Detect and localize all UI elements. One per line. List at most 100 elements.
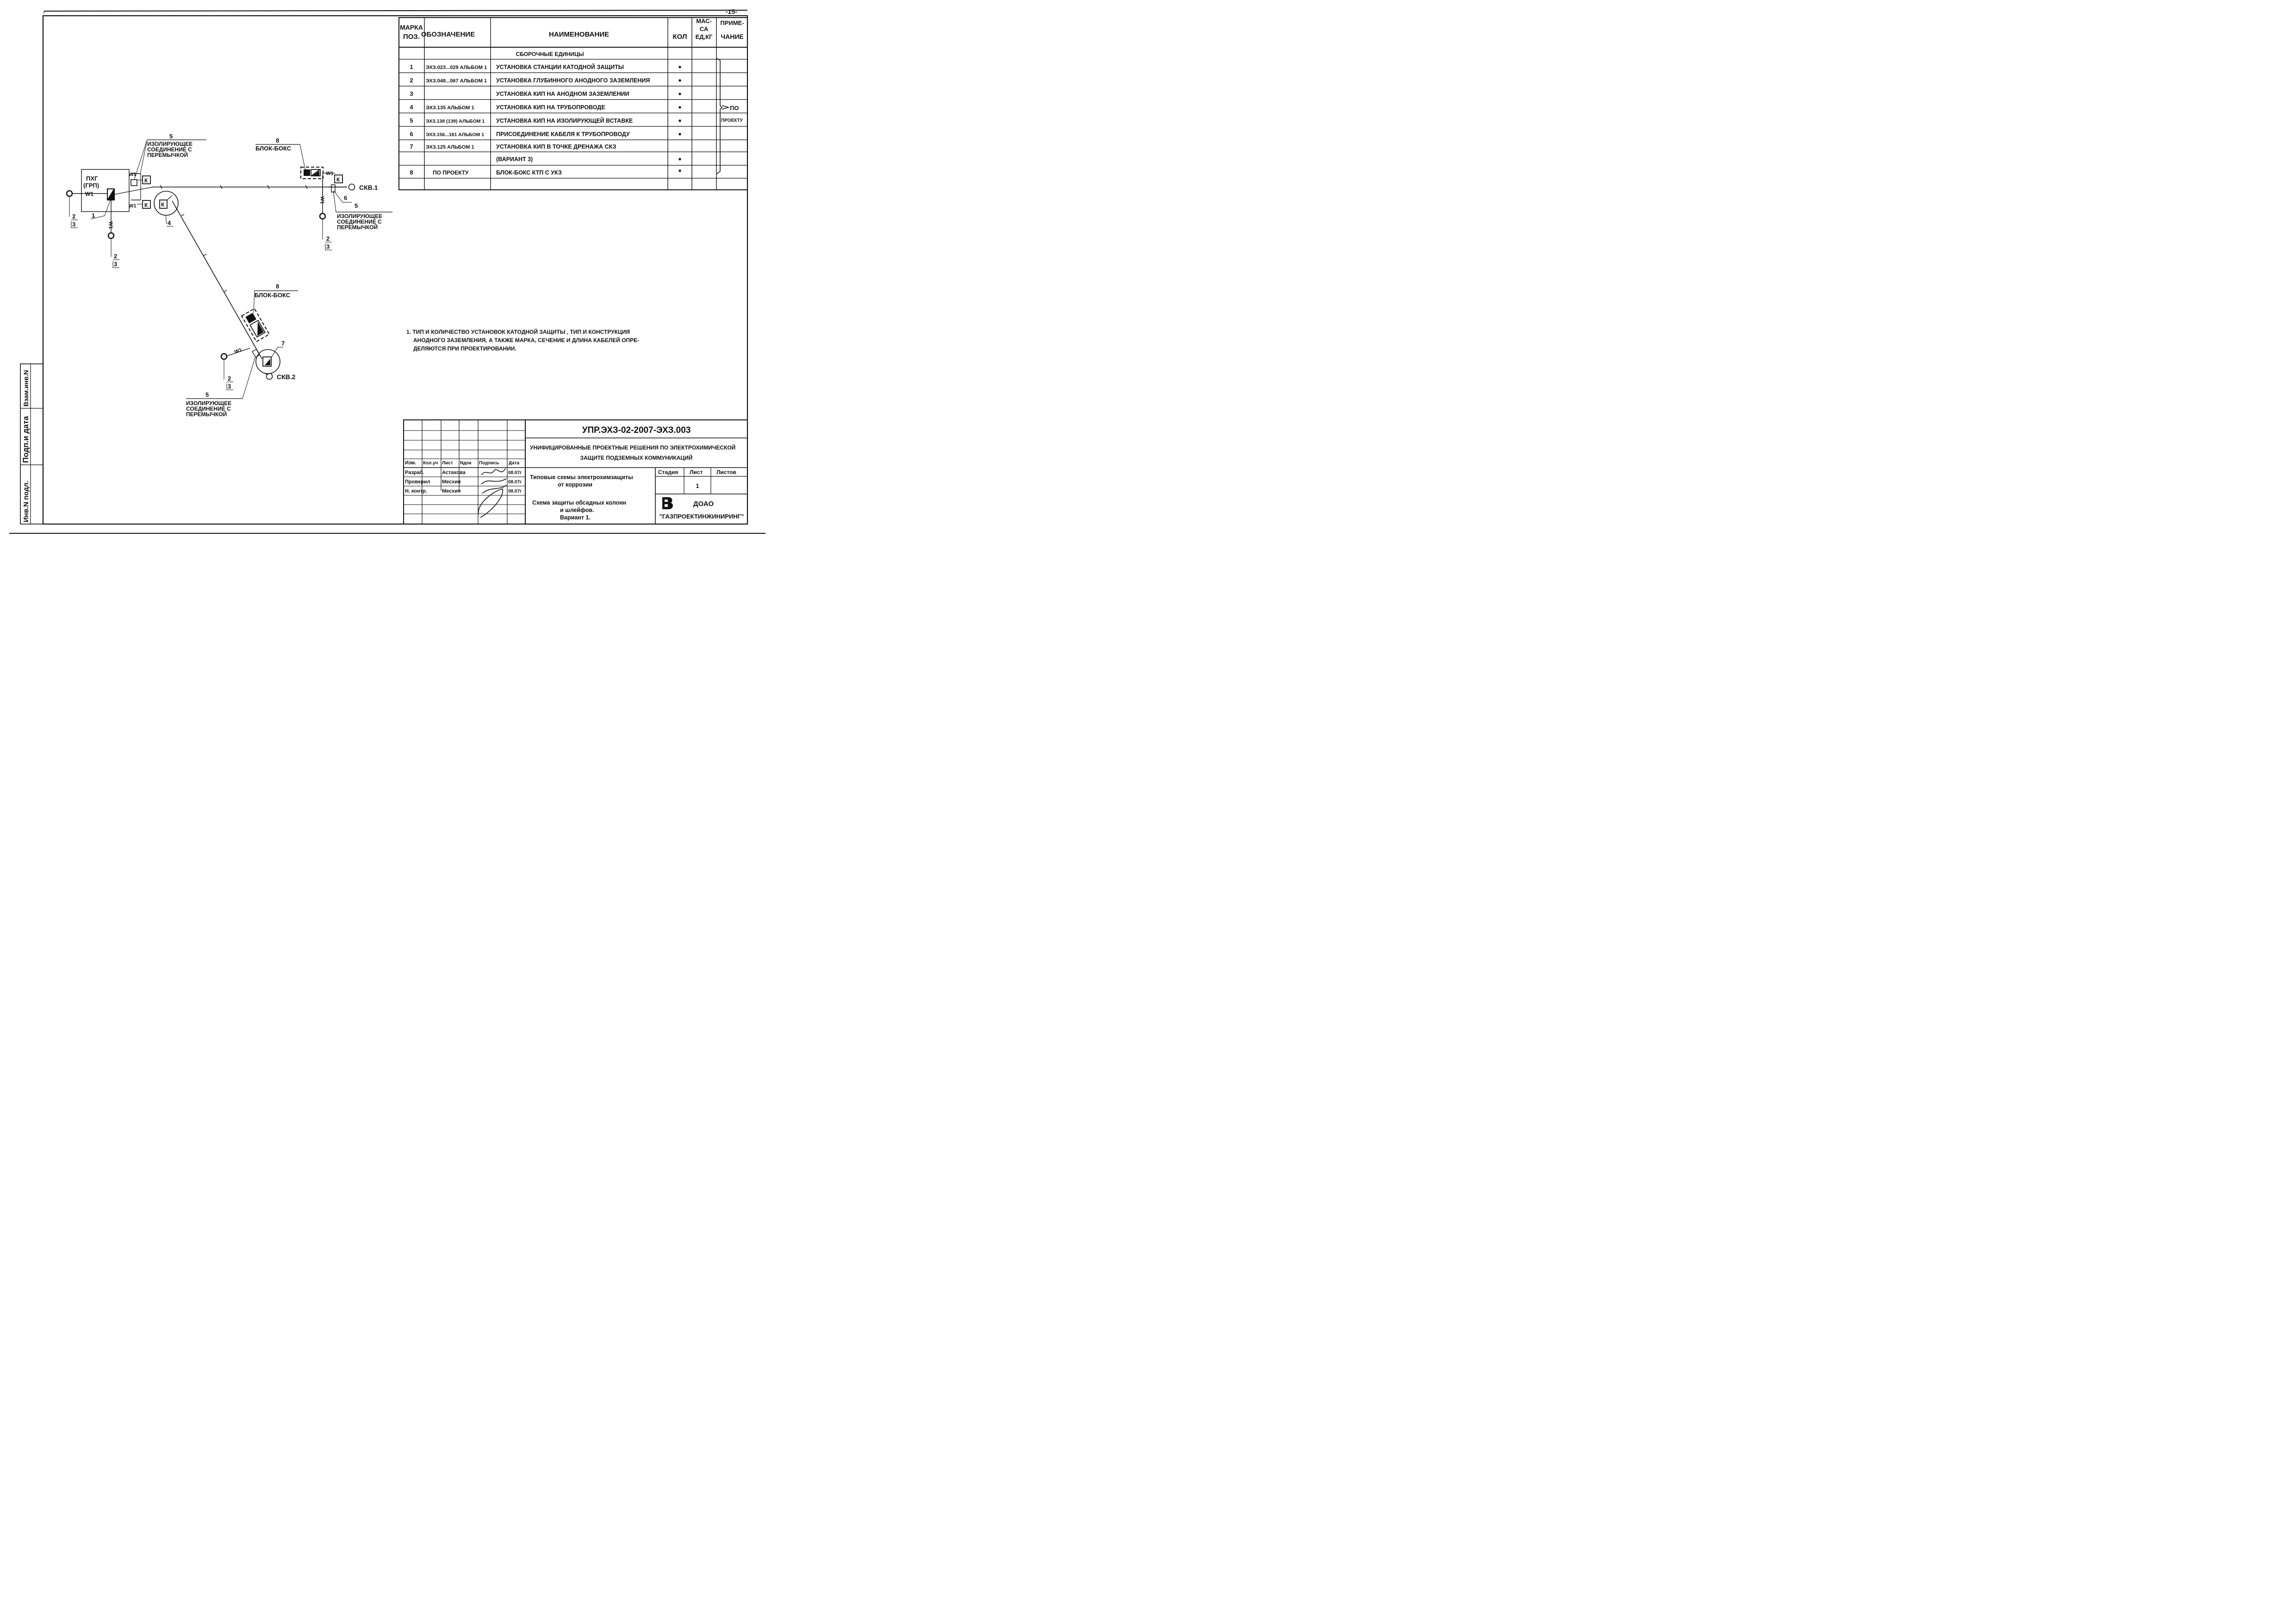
row-mark: 3: [410, 90, 413, 97]
ref-2-bb1: 2: [326, 235, 330, 242]
ref-3-bottom: 3: [114, 261, 117, 268]
row-qty: •: [678, 155, 681, 164]
cable-w1-bb1: W1: [326, 171, 334, 176]
drawing-title-2: и шлейфов.: [560, 507, 594, 513]
row-name: УСТАНОВКА ГЛУБИННОГО АНОДНОГО ЗАЗЕМЛЕНИЯ: [496, 77, 650, 84]
ref-8-a: 8: [276, 137, 279, 144]
header-mass-2: СА: [700, 25, 709, 32]
role-title: Проверил: [405, 479, 430, 485]
table-row: 7 ЭХЗ.125 АЛЬБОМ 1 УСТАНОВКА КИП В ТОЧКЕ…: [410, 143, 616, 150]
table-row: (ВАРИАНТ 3) •: [496, 155, 681, 164]
section-title-2: от коррозии: [558, 481, 592, 488]
pkhg-label: ПХГ: [86, 175, 98, 182]
anode-bb1: [319, 212, 326, 220]
block-box-1-cell-a: [304, 169, 310, 176]
sheet-number: -15-: [726, 8, 737, 15]
row-qty: •: [678, 130, 681, 139]
table-row: 2 ЭХЗ.048...067 АЛЬБОМ 1 УСТАНОВКА ГЛУБИ…: [410, 76, 681, 85]
vzam-inv-label: Взам.инв.N: [22, 370, 30, 406]
pipeline-ticks: [160, 185, 308, 189]
ref-5-c: 5: [205, 391, 209, 398]
row-designation: ЭХЗ.125 АЛЬБОМ 1: [426, 144, 474, 150]
drawing-title-3: Вариант 1.: [560, 514, 591, 521]
row-mark: 4: [410, 104, 413, 111]
role-name: Месхия: [442, 488, 460, 494]
kip-box-4: [159, 200, 168, 209]
grp-label: (ГРП): [83, 182, 99, 189]
ref-2-bb2: 2: [228, 375, 231, 382]
insulating-label-a-2: СОЕДИНЕНИЕ С: [147, 146, 192, 153]
insulating-label-b-3: ПЕРЕМЫЧКОЙ: [337, 224, 378, 231]
kip-pipeline-circle: [154, 191, 179, 216]
row-name: УСТАНОВКА КИП НА АНОДНОМ ЗАЗЕМЛЕНИИ: [496, 91, 629, 97]
ref-3-left: 3: [72, 221, 75, 228]
row-name: (ВАРИАНТ 3): [496, 156, 533, 162]
sheets-label: Листов: [716, 469, 736, 475]
ref-5-b: 5: [355, 202, 358, 209]
section-title: СБОРОЧНЫЕ ЕДИНИЦЫ: [516, 51, 584, 57]
ref-2-left: 2: [72, 213, 75, 220]
cable-w1-bb2: W1: [234, 347, 243, 355]
row-designation: ЭХЗ.138 (139) АЛЬБОМ 1: [426, 119, 485, 124]
table-row: 8 ПО ПРОЕКТУ БЛОК-БОКС КТП С УКЗ •: [410, 166, 681, 176]
project-title-2: ЗАЩИТЕ ПОДЗЕМНЫХ КОММУНИКАЦИЙ: [580, 454, 693, 461]
row-designation: ПО ПРОЕКТУ: [433, 169, 469, 176]
insulating-joint-1: [131, 179, 137, 186]
ref-7: 7: [281, 340, 285, 347]
title-block: Изм. Кол.уч Лист Nдок Подпись Дата Разра…: [403, 419, 748, 525]
kip-label-2: К: [144, 202, 148, 208]
note-line-3: ДЕЛЯЮТСЯ ПРИ ПРОЕКТИРОВАНИИ.: [413, 345, 516, 352]
role-row: Проверил Месхия 08.07г: [405, 479, 522, 485]
insulating-label-c-1: ИЗОЛИРУЮЩЕЕ: [186, 400, 231, 406]
project-title-1: УНИФИЦИРОВАННЫЕ ПРОЕКТНЫЕ РЕШЕНИЯ ПО ЭЛЕ…: [530, 444, 735, 451]
header-qty: КОЛ: [673, 33, 687, 41]
header-mark: МАРКА: [400, 24, 423, 31]
podp-data-label: Подп.и дата: [21, 416, 30, 463]
sheet-frame: -15-: [9, 8, 765, 534]
row-mark: 5: [410, 117, 413, 124]
row-designation: ЭХЗ.023...029 АЛЬБОМ 1: [426, 65, 487, 70]
table-row: 4 ЭХЗ.135 АЛЬБОМ 1 УСТАНОВКА КИП НА ТРУБ…: [410, 103, 681, 112]
insulating-label-a-3: ПЕРЕМЫЧКОЙ: [147, 151, 188, 158]
role-date: 08.07г: [508, 480, 522, 485]
kip-box-bb1: [334, 175, 343, 183]
row-name: БЛОК-БОКС КТП С УКЗ: [496, 169, 562, 176]
cable-w1-kip-top: W1: [129, 172, 137, 177]
doc-code: УПР.ЭХЗ-02-2007-ЭХЗ.003: [582, 425, 691, 435]
ref-8-b: 8: [276, 283, 279, 290]
ref-6: 6: [344, 194, 347, 201]
table-row: 6 ЭХЗ.156...161 АЛЬБОМ 1 ПРИСОЕДИНЕНИЕ К…: [410, 130, 681, 139]
company-name-1: ДОАО: [693, 500, 714, 508]
row-mark: 7: [410, 143, 413, 150]
row-name: УСТАНОВКА КИП НА ИЗОЛИРУЮЩЕЙ ВСТАВКЕ: [496, 117, 633, 124]
col-izm: Изм.: [405, 460, 416, 466]
row-qty: •: [678, 166, 681, 175]
company-logo-icon: [662, 497, 673, 509]
insulating-label-b-1: ИЗОЛИРУЮЩЕЕ: [337, 213, 382, 219]
cable-w1-kip-bottom: W1: [129, 203, 137, 209]
well-1-label: СКВ.1: [359, 184, 378, 191]
role-date: 08.07г: [508, 470, 522, 475]
col-data: Дата: [509, 461, 520, 466]
block-box-label-1: БЛОК-БОКС: [255, 145, 292, 152]
note-line-2: АНОДНОГО ЗАЗЕМЛЕНИЯ, А ТАКЖЕ МАРКА, СЕЧЕ…: [413, 337, 639, 344]
row-qty: •: [678, 116, 681, 125]
header-mass-1: МАС-: [696, 18, 712, 25]
header-name: НАИМЕНОВАНИЕ: [549, 31, 609, 38]
role-date: 08.07г: [508, 489, 522, 494]
role-row: Н. контр. Месхия 08.07г: [405, 488, 522, 494]
kip-label-4: К: [161, 201, 165, 208]
row-qty: •: [678, 62, 681, 72]
row-mark: 2: [410, 77, 413, 84]
well-2-label: СКВ.2: [277, 373, 296, 381]
row-name: ПРИСОЕДИНЕНИЕ КАБЕЛЯ К ТРУБОПРОВОДУ: [496, 131, 630, 137]
row-qty: •: [678, 103, 681, 112]
row-mark: 1: [410, 63, 413, 70]
ref-4: 4: [168, 219, 171, 226]
spec-table: МАРКА ПОЗ. ОБОЗНАЧЕНИЕ НАИМЕНОВАНИЕ КОЛ …: [398, 17, 748, 190]
anode-bottom: [107, 232, 115, 239]
well-2-marker: [266, 373, 273, 380]
role-title: Разраб.: [405, 470, 424, 475]
note-brace-arrow: [722, 105, 730, 110]
col-ndok: Nдок: [460, 461, 472, 466]
